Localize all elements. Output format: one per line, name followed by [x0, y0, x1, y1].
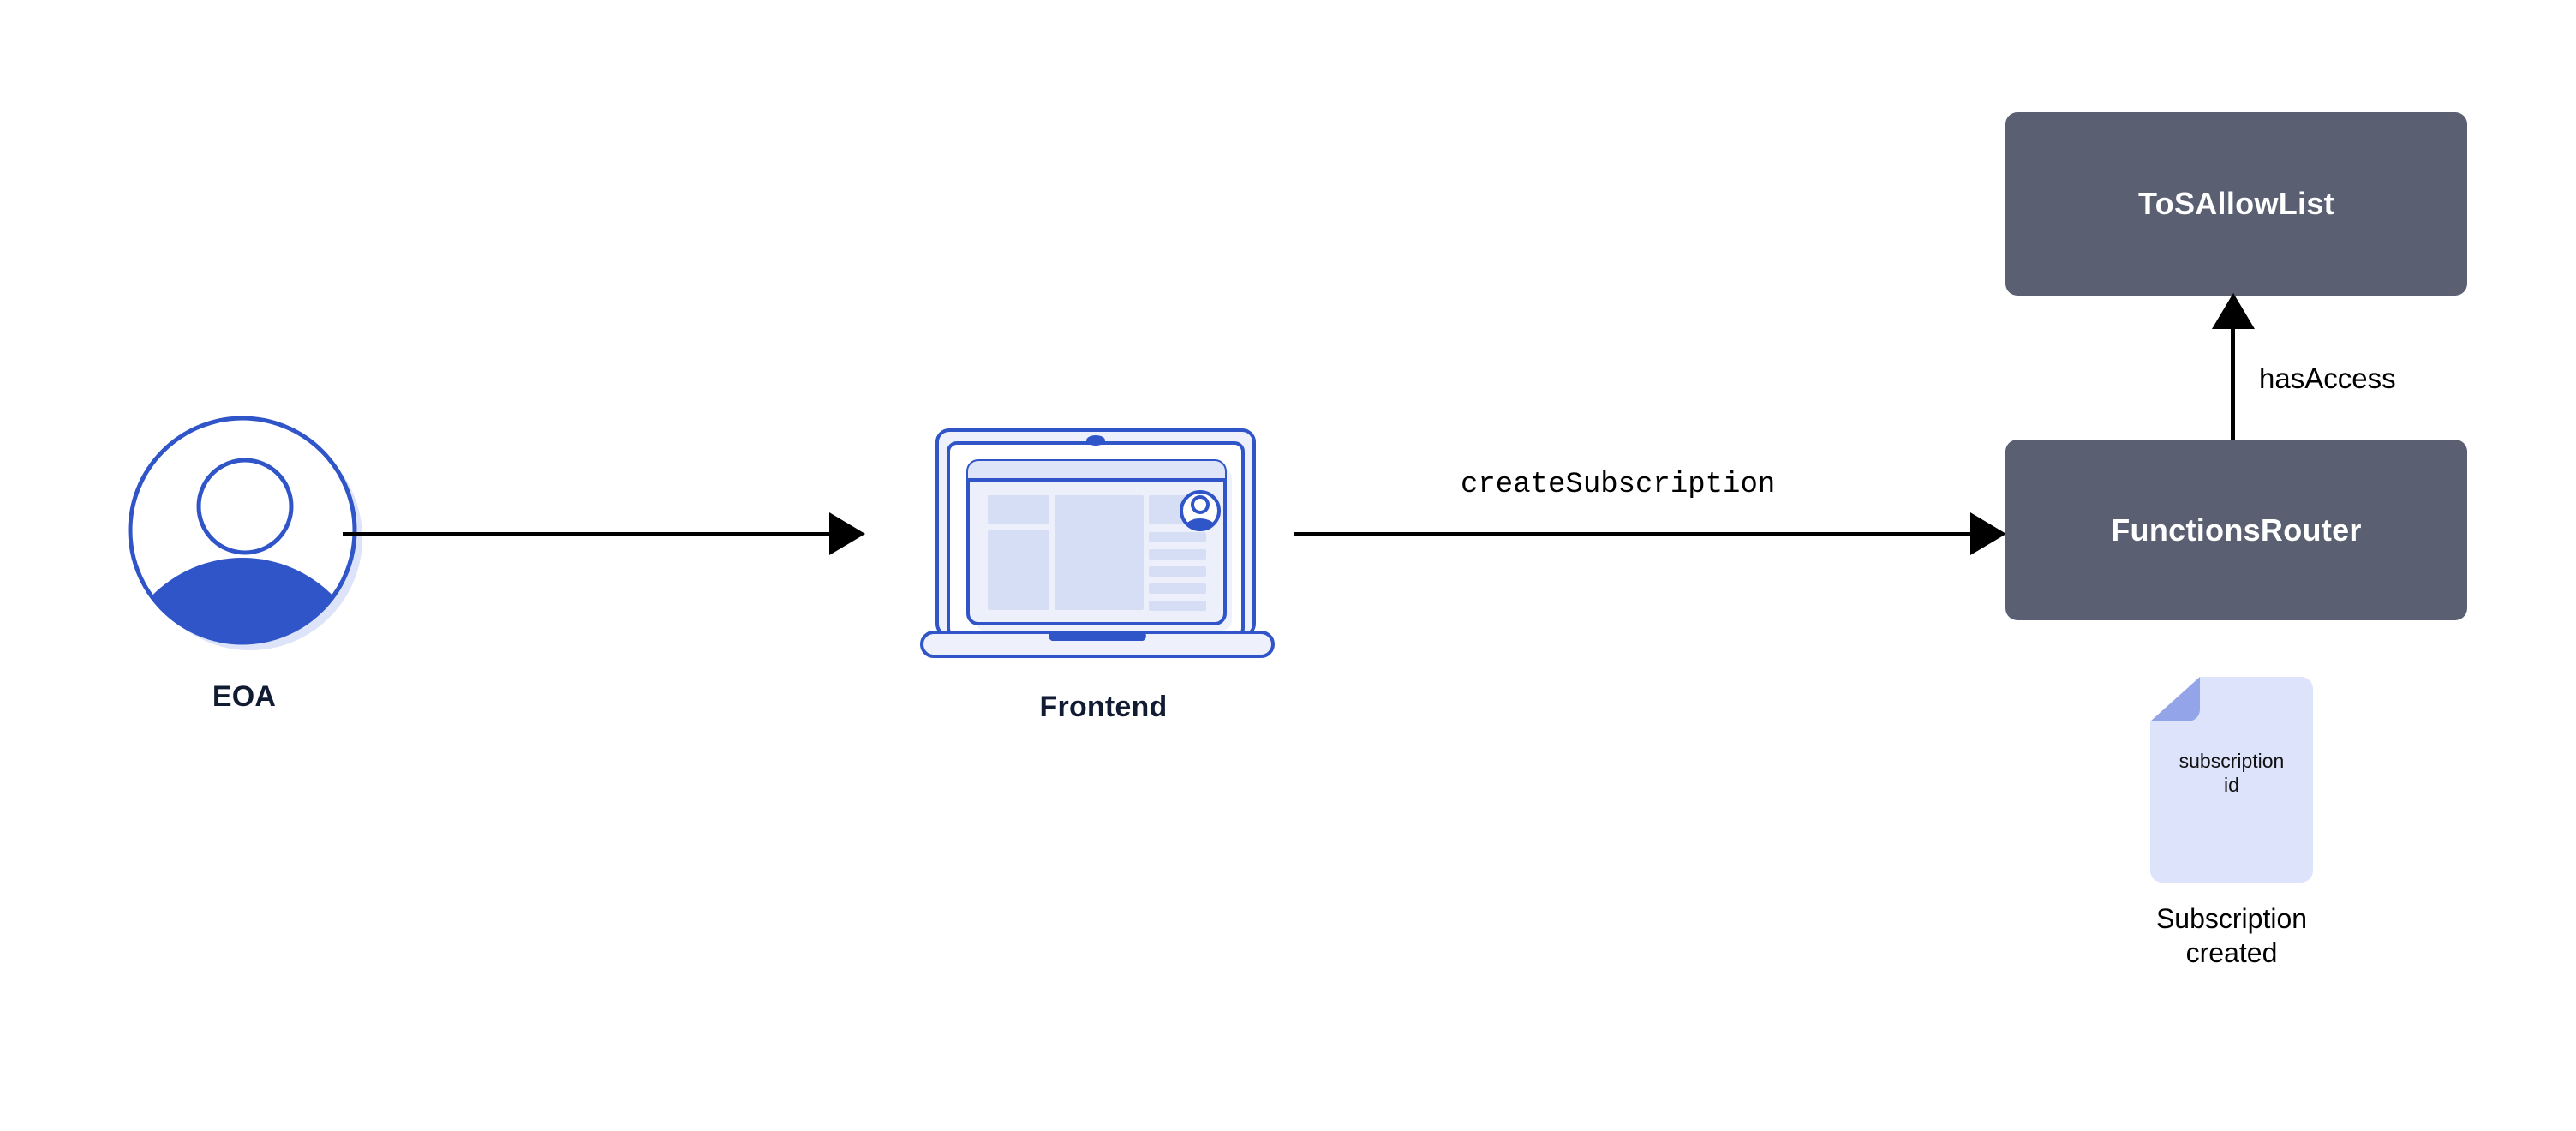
arrow-frontend-to-router-line [1294, 532, 1975, 536]
node-functions-router-label: FunctionsRouter [2111, 512, 2362, 548]
node-frontend[interactable]: Frontend [915, 420, 1300, 780]
arrow-router-to-allowlist-head [2212, 293, 2255, 329]
document-icon [2150, 677, 2313, 883]
node-eoa-label: EOA [212, 680, 277, 713]
node-frontend-label: Frontend [1039, 691, 1168, 723]
laptop-icon [915, 420, 1292, 668]
caption-line-1: Subscription [2155, 903, 2308, 934]
arrow-router-to-allowlist-line [2231, 327, 2235, 441]
node-tos-allowlist[interactable]: ToSAllowList [2005, 112, 2467, 296]
node-eoa[interactable]: EOA [120, 408, 377, 768]
arrow-frontend-to-router-head [1970, 512, 2006, 555]
node-subscription-doc-caption: Subscription created [2073, 901, 2390, 971]
user-avatar-icon [120, 408, 368, 656]
edge-label-create-subscription: createSubscription [1461, 469, 1776, 501]
node-functions-router[interactable]: FunctionsRouter [2005, 440, 2467, 620]
node-tos-allowlist-label: ToSAllowList [2138, 186, 2334, 221]
caption-line-2: created [2185, 937, 2278, 969]
arrow-eoa-to-frontend-line [343, 532, 831, 536]
edge-label-has-access: hasAccess [2259, 362, 2396, 394]
node-subscription-doc[interactable]: subscription id Subscription created [2150, 677, 2476, 994]
arrow-eoa-to-frontend-head [829, 512, 865, 555]
